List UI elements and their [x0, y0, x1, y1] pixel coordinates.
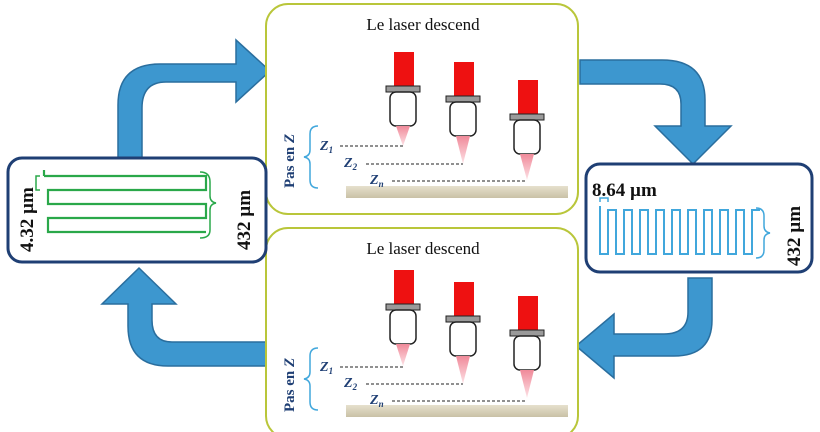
z1-label-bottom: Z1: [319, 360, 333, 376]
right-pitch-label: 8.64 µm: [592, 180, 657, 201]
left-card: 4.32 µm 432 µm: [6, 156, 268, 264]
z-step-brace-icon: [303, 125, 319, 189]
z-step-axis-label: Pas en Z: [282, 134, 298, 188]
laser-head-1: [385, 52, 421, 146]
z2-label: Z2: [343, 156, 358, 172]
substrate-floor: [346, 186, 568, 198]
arrow-top-to-right-icon: [579, 59, 733, 166]
left-card-frame: [6, 156, 268, 264]
laser-head-2: [445, 62, 481, 164]
bottom-panel-frame: [265, 227, 579, 432]
laser-beam-6-icon: [520, 370, 534, 398]
bottom-panel: Le laser descend Z1 Z2 Zn Pas en Z: [265, 227, 579, 432]
bottom-panel-title: Le laser descend: [366, 239, 480, 258]
laser-head-3: [509, 80, 545, 180]
green-pitch-bracket: [35, 175, 40, 191]
right-length-label: 432 µm: [784, 206, 805, 266]
z1-label: Z1: [319, 139, 333, 155]
zn-label: Zn: [369, 173, 384, 189]
laser-head-5: [445, 282, 481, 384]
blue-length-brace-icon: [755, 207, 771, 259]
laser-beam-3-icon: [520, 154, 534, 180]
substrate-floor-bottom: [346, 405, 568, 417]
blue-pitch-bracket: [599, 197, 609, 202]
blue-raster-scan-path: [599, 206, 760, 255]
right-card: 8.64 µm 432 µm: [584, 162, 814, 274]
z-step-brace-bottom-icon: [303, 347, 319, 411]
laser-beam-1-icon: [396, 126, 410, 146]
arrow-right-to-bottom-icon: [574, 277, 713, 380]
top-panel-frame: [265, 3, 579, 215]
laser-beam-5-icon: [456, 356, 470, 384]
laser-beam-2-icon: [456, 136, 470, 164]
top-panel-title: Le laser descend: [366, 15, 480, 34]
arrow-left-to-top-icon: [117, 38, 272, 163]
green-raster-scan-path: [42, 170, 208, 234]
z-step-axis-label-bottom: Pas en Z: [282, 358, 298, 412]
left-length-label: 432 µm: [234, 190, 255, 250]
laser-head-4: [385, 270, 421, 366]
zn-label-bottom: Zn: [369, 393, 384, 409]
left-pitch-label: 4.32 µm: [17, 187, 38, 252]
green-length-brace-icon: [199, 171, 217, 239]
z2-label-bottom: Z2: [343, 376, 358, 392]
laser-beam-4-icon: [396, 344, 410, 366]
right-card-frame: [584, 162, 814, 274]
laser-head-6: [509, 296, 545, 398]
arrow-bottom-to-left-icon: [100, 266, 267, 367]
top-panel: Le laser descend Z1 Z2: [265, 3, 579, 215]
